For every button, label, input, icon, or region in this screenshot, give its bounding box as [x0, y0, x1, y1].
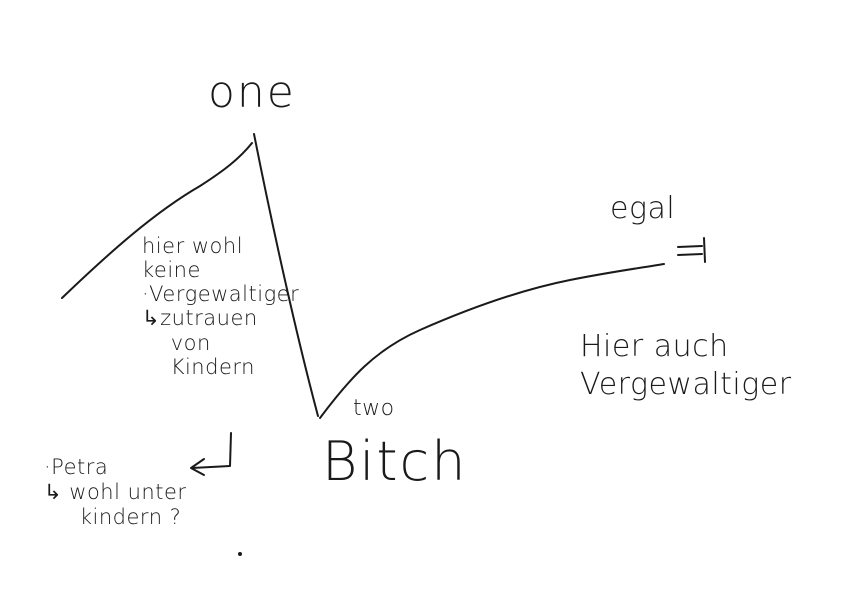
note-petra: ·Petra ↳ wohl unter kindern ? [44, 455, 187, 529]
line-down-to-two [253, 133, 319, 417]
label-two: two [353, 396, 395, 421]
equal-sign-icon [677, 237, 706, 263]
label-one: one [208, 67, 296, 118]
label-egal: egal [610, 191, 676, 226]
note-right-hier-auch: Hier auch Vergewaltiger [580, 329, 792, 402]
dot-mark [238, 552, 242, 556]
label-bitch: Bitch [322, 430, 468, 493]
return-arrow-icon [190, 432, 232, 476]
curve-rise-to-egal [319, 263, 665, 419]
note-left-keine-vergewaltiger: hier wohl keine ·Vergewaltiger ↳zutrauen… [142, 234, 300, 379]
curve-rise-to-one [61, 142, 253, 299]
